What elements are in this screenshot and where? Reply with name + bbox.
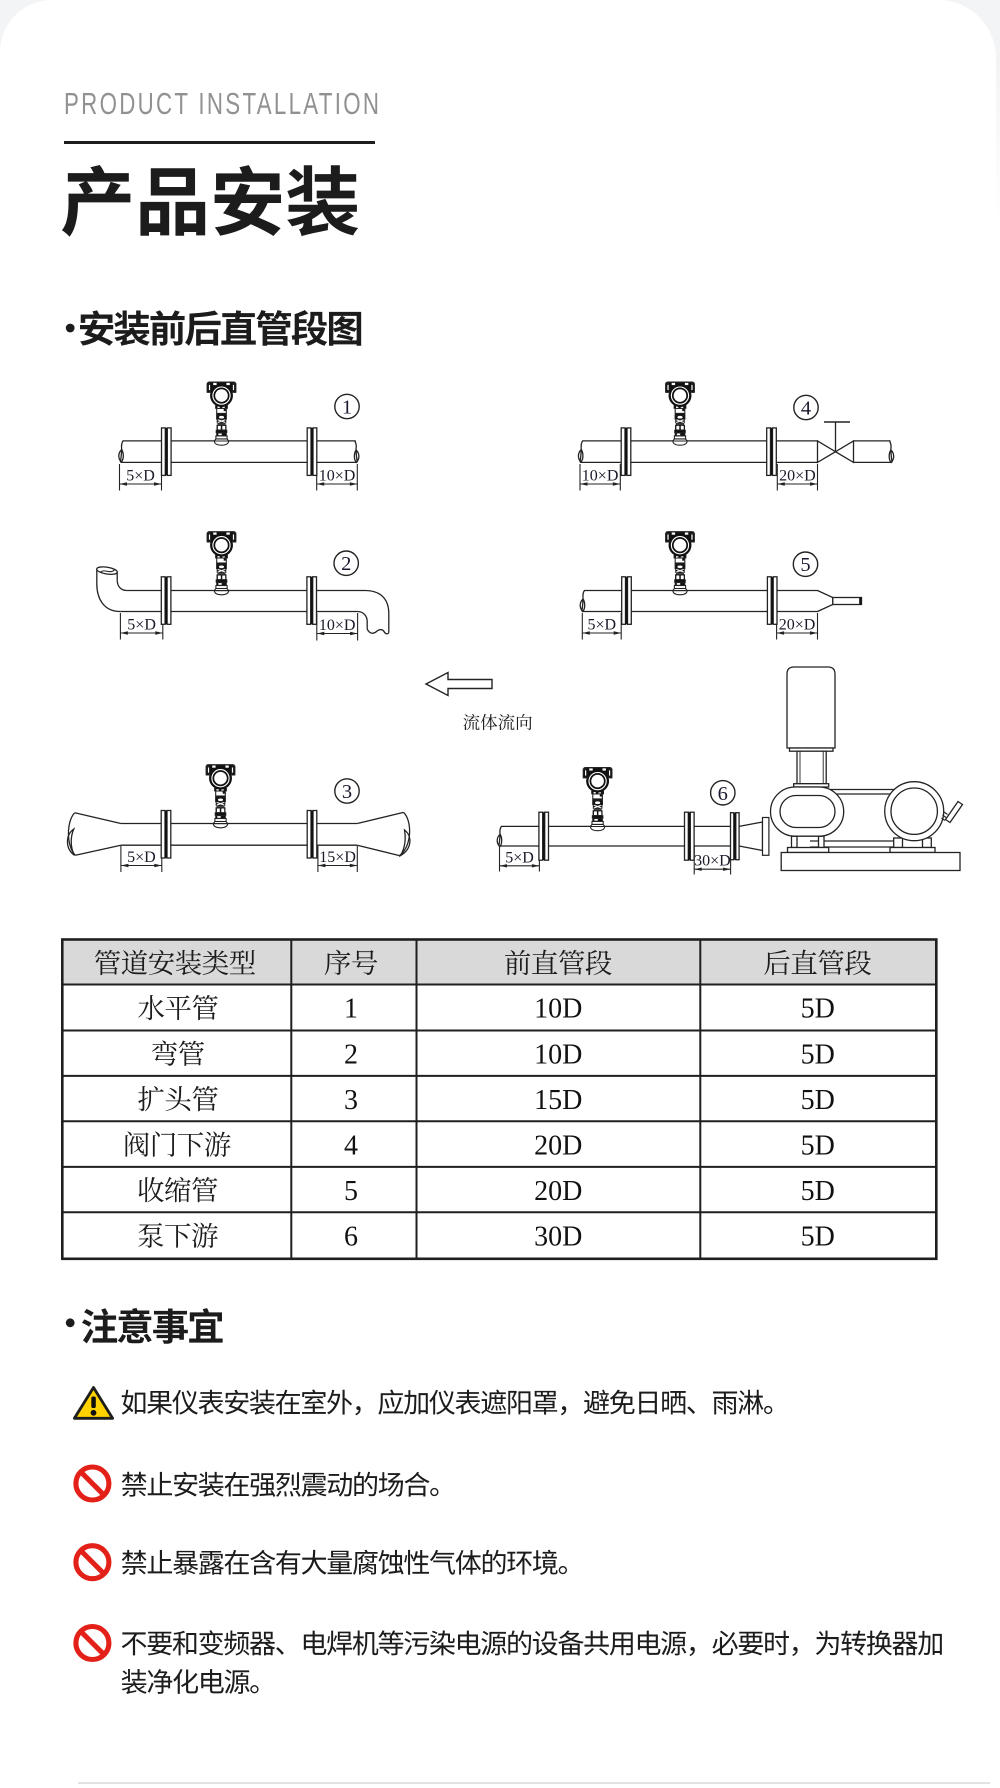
svg-text:15×D: 15×D <box>319 849 356 866</box>
svg-text:5×D: 5×D <box>127 617 156 634</box>
svg-text:4: 4 <box>801 398 811 420</box>
svg-text:1: 1 <box>342 397 352 419</box>
svg-text:20×D: 20×D <box>779 468 816 485</box>
svg-text:5: 5 <box>800 554 810 576</box>
svg-text:10×D: 10×D <box>319 617 356 634</box>
svg-text:3: 3 <box>342 781 352 803</box>
svg-text:30D: 30D <box>534 1222 582 1253</box>
svg-text:10×D: 10×D <box>319 468 356 485</box>
svg-text:5×D: 5×D <box>505 849 534 866</box>
svg-text:5D: 5D <box>801 994 835 1025</box>
svg-text:6: 6 <box>344 1222 358 1253</box>
svg-text:6: 6 <box>718 783 728 805</box>
svg-text:10D: 10D <box>534 994 582 1025</box>
svg-text:10D: 10D <box>534 1039 582 1070</box>
svg-text:5D: 5D <box>801 1085 835 1116</box>
svg-text:1: 1 <box>344 994 358 1025</box>
svg-text:5D: 5D <box>801 1039 835 1070</box>
svg-text:4: 4 <box>344 1130 358 1161</box>
svg-text:2: 2 <box>341 553 351 575</box>
svg-text:5D: 5D <box>801 1176 835 1207</box>
svg-text:5×D: 5×D <box>126 468 155 485</box>
svg-text:10×D: 10×D <box>582 468 619 485</box>
svg-text:20D: 20D <box>534 1130 582 1161</box>
svg-text:5×D: 5×D <box>588 617 617 634</box>
svg-text:5D: 5D <box>801 1222 835 1253</box>
svg-text:3: 3 <box>344 1085 358 1116</box>
svg-text:15D: 15D <box>534 1085 582 1116</box>
svg-text:20D: 20D <box>534 1176 582 1207</box>
svg-text:20×D: 20×D <box>779 617 816 634</box>
svg-text:5D: 5D <box>801 1130 835 1161</box>
svg-text:5: 5 <box>344 1176 358 1207</box>
svg-text:5×D: 5×D <box>127 849 156 866</box>
svg-text:30×D: 30×D <box>694 853 731 870</box>
svg-text:2: 2 <box>344 1039 358 1070</box>
